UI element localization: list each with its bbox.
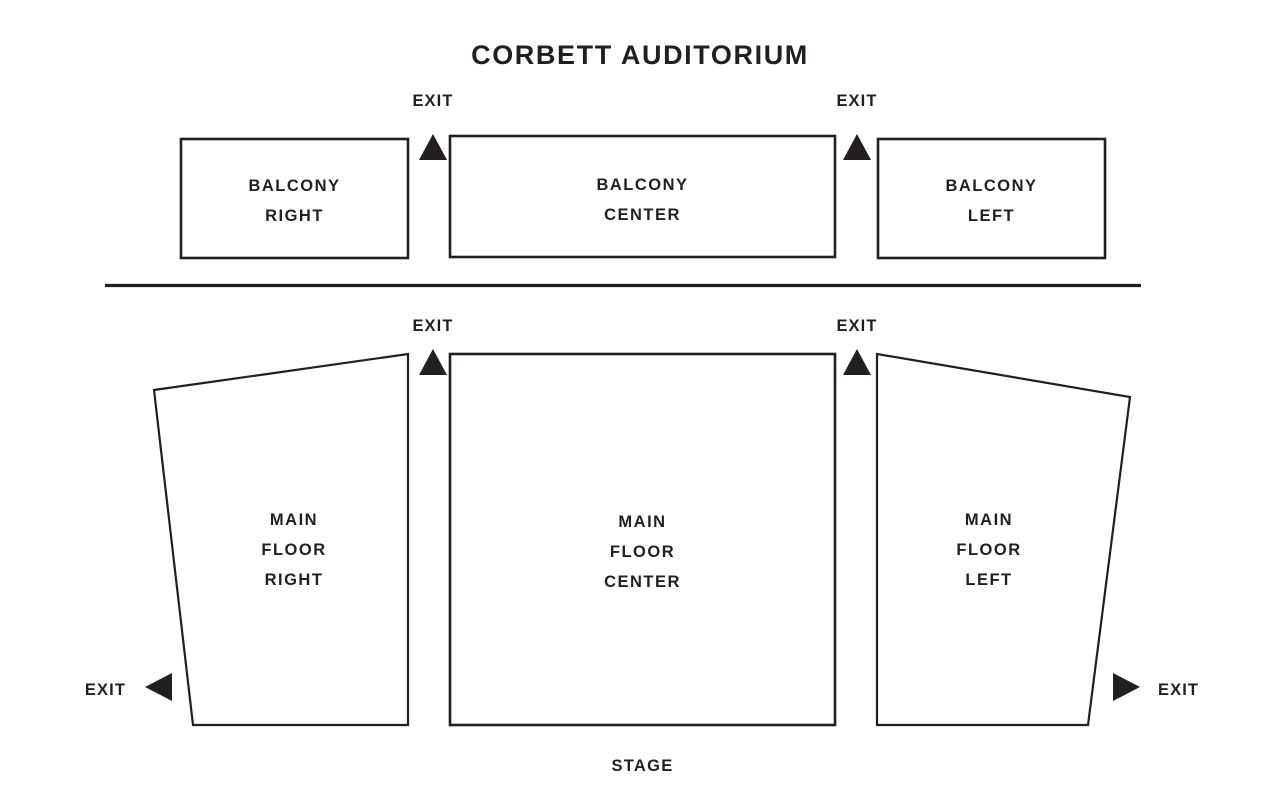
balcony-left-shape[interactable] xyxy=(876,137,1107,260)
main-floor-left-label-line3: LEFT xyxy=(965,571,1012,589)
section-balcony-right[interactable]: BALCONY RIGHT xyxy=(179,137,410,260)
triangle-right-icon-side-exit-left[interactable] xyxy=(1113,673,1140,701)
main-floor-exit-left-label: EXIT xyxy=(836,317,877,335)
main-floor-center-label-line3: CENTER xyxy=(604,573,681,591)
balcony-center-label-line1: BALCONY xyxy=(596,176,688,194)
main-floor-center-label-line1: MAIN xyxy=(618,513,666,531)
balcony-left-label-line2: LEFT xyxy=(968,207,1015,225)
main-floor-right-label-line3: RIGHT xyxy=(265,571,324,589)
balcony-right-label-line1: BALCONY xyxy=(248,177,340,195)
side-exit-left-label: EXIT xyxy=(1158,681,1199,699)
balcony-center-label-line2: CENTER xyxy=(604,206,681,224)
side-exit-right-label: EXIT xyxy=(85,681,126,699)
section-main-floor-right[interactable]: MAIN FLOOR RIGHT xyxy=(152,352,410,727)
main-floor-right-label-line2: FLOOR xyxy=(261,541,326,559)
main-floor-center-label-line2: FLOOR xyxy=(610,543,675,561)
balcony-right-label-line2: RIGHT xyxy=(265,207,324,225)
triangle-up-icon-balcony-left[interactable] xyxy=(843,134,871,160)
section-main-floor-left[interactable]: MAIN FLOOR LEFT xyxy=(875,352,1132,727)
balcony-center-shape[interactable] xyxy=(448,134,837,259)
main-floor-left-label-line2: FLOOR xyxy=(956,541,1021,559)
section-main-floor-center[interactable]: MAIN FLOOR CENTER xyxy=(448,352,837,727)
balcony-right-shape[interactable] xyxy=(179,137,410,260)
balcony-exit-right-label: EXIT xyxy=(412,92,453,110)
section-balcony-center[interactable]: BALCONY CENTER xyxy=(448,134,837,259)
main-floor-exit-right-label: EXIT xyxy=(412,317,453,335)
section-balcony-left[interactable]: BALCONY LEFT xyxy=(876,137,1107,260)
page-title: CORBETT AUDITORIUM xyxy=(471,40,809,70)
balcony-exit-left-label: EXIT xyxy=(836,92,877,110)
main-floor-center-shape[interactable] xyxy=(448,352,837,727)
main-floor-left-label-line1: MAIN xyxy=(965,511,1013,529)
triangle-up-icon-main-floor-right[interactable] xyxy=(419,349,447,375)
balcony-left-label-line1: BALCONY xyxy=(945,177,1037,195)
main-floor-left-shape[interactable] xyxy=(875,352,1132,727)
stage-label: STAGE xyxy=(611,757,673,775)
main-floor-right-shape[interactable] xyxy=(152,352,410,727)
triangle-up-icon-main-floor-left[interactable] xyxy=(843,349,871,375)
triangle-up-icon-balcony-right[interactable] xyxy=(419,134,447,160)
triangle-left-icon-side-exit-right[interactable] xyxy=(145,673,172,701)
main-floor-right-label-line1: MAIN xyxy=(270,511,318,529)
